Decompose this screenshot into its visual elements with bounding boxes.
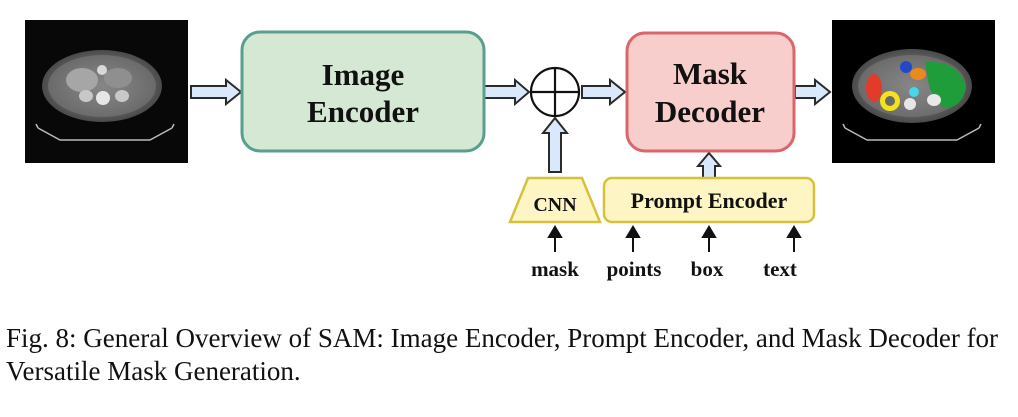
input-arrows: [547, 225, 802, 252]
arrow-encoder-to-sum: [483, 77, 531, 107]
input-label-mask: mask: [531, 257, 579, 281]
arrow-prompt-to-decoder: [695, 151, 723, 179]
arrow-input-to-encoder: [190, 77, 243, 107]
arrow-cnn-to-sum: [540, 116, 570, 173]
cnn-label: CNN: [533, 194, 577, 216]
sam-diagram: Image Encoder Mask Decoder CNN Prompt En…: [25, 20, 995, 281]
input-label-box: box: [691, 257, 724, 281]
prompt-encoder-label: Prompt Encoder: [631, 188, 788, 213]
arrows: [190, 77, 832, 179]
arrow-decoder-to-output: [794, 77, 832, 107]
output-segmented-image: [832, 20, 995, 163]
sum-node: [529, 66, 581, 118]
image-encoder-label-line2: Encoder: [307, 94, 419, 129]
mask-decoder-label-line1: Mask: [673, 56, 748, 91]
prompt-encoder-block: Prompt Encoder: [602, 176, 816, 224]
image-encoder-label-line1: Image: [322, 57, 405, 92]
input-label-text: text: [763, 257, 797, 281]
mask-decoder-label-line2: Decoder: [655, 94, 765, 129]
input-ct-image: [25, 20, 188, 163]
mask-decoder-block: Mask Decoder: [625, 31, 796, 153]
input-label-points: points: [607, 257, 662, 281]
cnn-block: CNN: [508, 176, 602, 224]
figure-caption: Fig. 8: General Overview of SAM: Image E…: [6, 323, 999, 386]
image-encoder-block: Image Encoder: [240, 30, 486, 153]
arrow-sum-to-decoder: [581, 77, 627, 107]
